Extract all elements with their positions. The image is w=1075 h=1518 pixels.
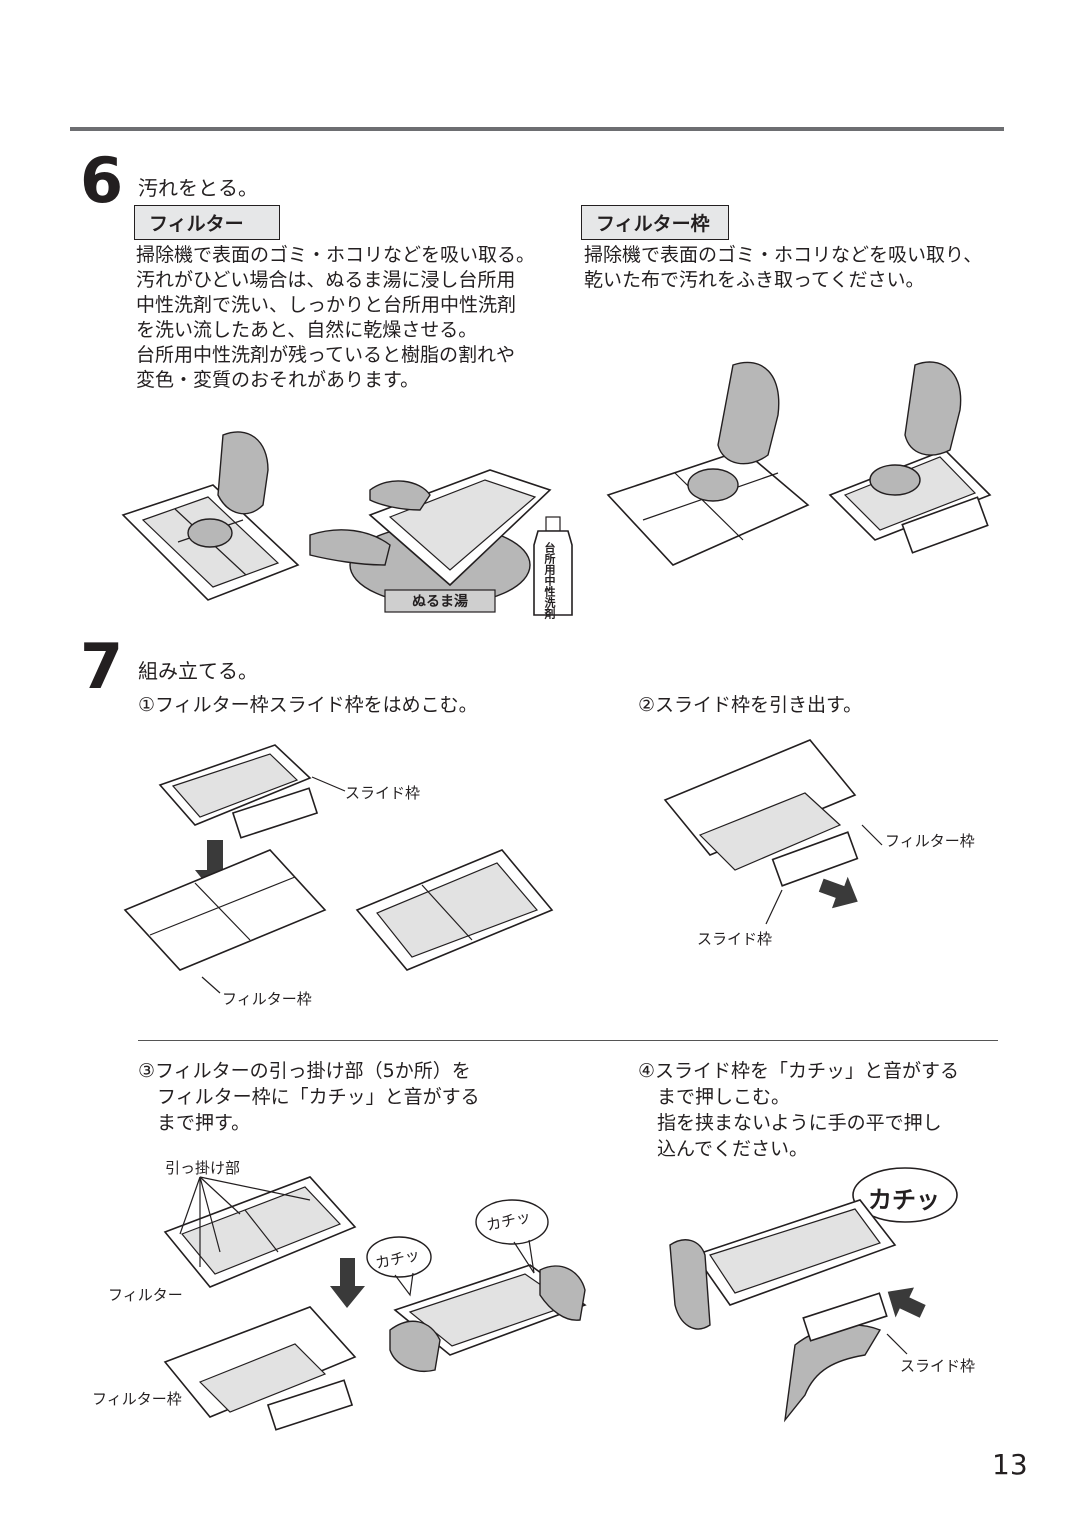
pull-arrow-icon — [818, 876, 858, 909]
assembled-frame-illustration — [355, 849, 554, 971]
press-filter-hooks-illustration — [389, 1264, 587, 1372]
push-slide-frame-illustration — [669, 1199, 897, 1423]
bottle-label: 台所用中性洗剤 — [543, 542, 556, 619]
slide-frame-leader-2 — [765, 889, 783, 925]
vacuum-filter-illustration — [121, 431, 300, 601]
callout-slide-frame-1: スライド枠 — [345, 784, 421, 802]
slide-frame-leader-1 — [311, 776, 346, 792]
filter-tag: フィルター — [134, 205, 280, 240]
slide-frame-leader-3 — [886, 1333, 908, 1355]
basin-label: ぬるま湯 — [412, 593, 468, 610]
step-6-title: 汚れをとる。 — [138, 176, 258, 200]
page-number: 13 — [992, 1448, 1028, 1481]
callout-slide-frame-3: スライド枠 — [900, 1357, 976, 1375]
step-6-number: 6 — [80, 144, 124, 217]
callout-filter-frame-2: フィルター枠 — [885, 832, 975, 850]
callout-hook: 引っ掛け部 — [165, 1159, 241, 1177]
washing-filter-illustration: ぬるま湯 — [309, 469, 552, 613]
step-7-title: 組み立てる。 — [138, 659, 258, 683]
filter-frame-illustration-1 — [123, 849, 327, 971]
click-bubble-3 — [852, 1167, 958, 1223]
filter-frame-tag: フィルター枠 — [581, 205, 729, 240]
click-bubble-2 — [475, 1199, 549, 1274]
slide-frame-illustration — [158, 744, 319, 839]
down-arrow-icon-2 — [330, 1258, 365, 1308]
filter-frame-illustration-3 — [163, 1306, 357, 1431]
section-divider — [138, 1040, 998, 1041]
vacuum-frame-illustration-2 — [828, 361, 992, 554]
top-rule — [70, 127, 1004, 131]
step-7-sub-2: ②スライド枠を引き出す。 — [638, 694, 863, 716]
click-label-3: カチッ — [868, 1186, 940, 1214]
step-7-sub-4: ④スライド枠を「カチッ」と音がする まで押しこむ。 指を挟まないように手の平で押… — [638, 1060, 960, 1160]
vacuum-frame-illustration-1 — [606, 361, 810, 566]
filter-frame-instructions: 掃除機で表面のゴミ・ホコリなどを吸い取り、 乾いた布で汚れをふき取ってください。 — [584, 244, 983, 291]
callout-filter: フィルター — [108, 1286, 183, 1304]
filter-instructions: 掃除機で表面のゴミ・ホコリなどを吸い取る。 汚れがひどい場合は、ぬるま湯に浸し台… — [136, 244, 536, 391]
filter-frame-leader-2 — [861, 824, 883, 846]
callout-slide-frame-2: スライド枠 — [697, 930, 773, 948]
push-arrow-icon — [887, 1287, 926, 1318]
pull-slide-frame-illustration — [663, 739, 859, 887]
filter-hooks-illustration — [163, 1176, 357, 1288]
step-7-number: 7 — [80, 630, 124, 703]
step-7-sub-1: ①フィルター枠スライド枠をはめこむ。 — [138, 694, 478, 716]
callout-filter-frame-1: フィルター枠 — [222, 990, 312, 1008]
filter-frame-leader-1 — [201, 976, 221, 994]
step-7-sub-3: ③フィルターの引っ掛け部（5か所）を フィルター枠に「カチッ」と音がする まで押… — [138, 1060, 480, 1134]
detergent-bottle-illustration — [533, 516, 573, 616]
callout-filter-frame-3: フィルター枠 — [92, 1390, 182, 1408]
click-bubble-1 — [366, 1236, 432, 1297]
